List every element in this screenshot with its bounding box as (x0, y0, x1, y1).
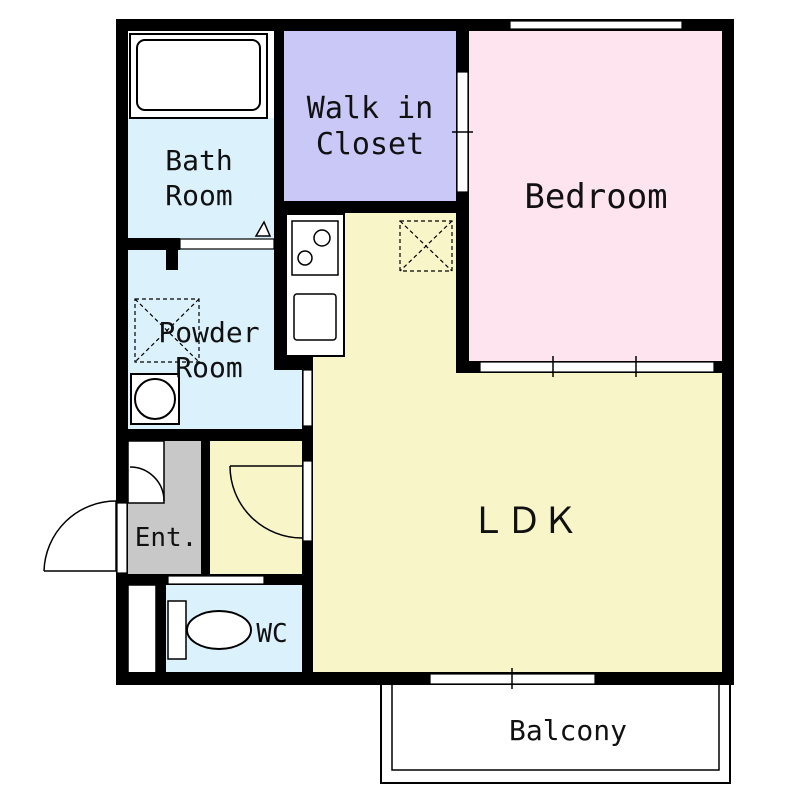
bath-room-label-line2: Room (165, 179, 232, 212)
door-swings (43, 220, 303, 572)
toilet (167, 600, 252, 660)
bath-room-label-line1: Bath (165, 144, 232, 177)
powder-room-label-line2: Room (175, 351, 242, 384)
bath-room (128, 118, 274, 240)
bedroom (469, 31, 722, 361)
bathtub (129, 33, 268, 119)
kitchen-sink (293, 293, 337, 341)
balcony-label: Balcony (509, 714, 627, 747)
bedroom-label: Bedroom (524, 177, 667, 217)
ldk-label: ＬＤＫ (470, 501, 578, 542)
ldk (210, 213, 722, 672)
entrance-label: Ent. (135, 523, 198, 553)
kitchen-counter (285, 213, 345, 357)
balcony: Balcony (380, 679, 731, 784)
powder-room-label-line1: Powder (158, 316, 259, 349)
storage-closet (127, 584, 157, 674)
walk-in-closet-label-line1: Walk in (307, 91, 433, 126)
wc-label: WC (256, 619, 287, 649)
wash-basin (130, 373, 180, 425)
walk-in-closet (284, 31, 459, 201)
powder-service-box (134, 298, 200, 363)
shoe-cabinet (127, 440, 165, 504)
ldk-service-box (399, 220, 453, 272)
stove-burner (313, 229, 331, 247)
walk-in-closet-label-line2: Closet (316, 127, 424, 162)
window-ticks (452, 131, 637, 689)
stove-burner (297, 250, 313, 266)
